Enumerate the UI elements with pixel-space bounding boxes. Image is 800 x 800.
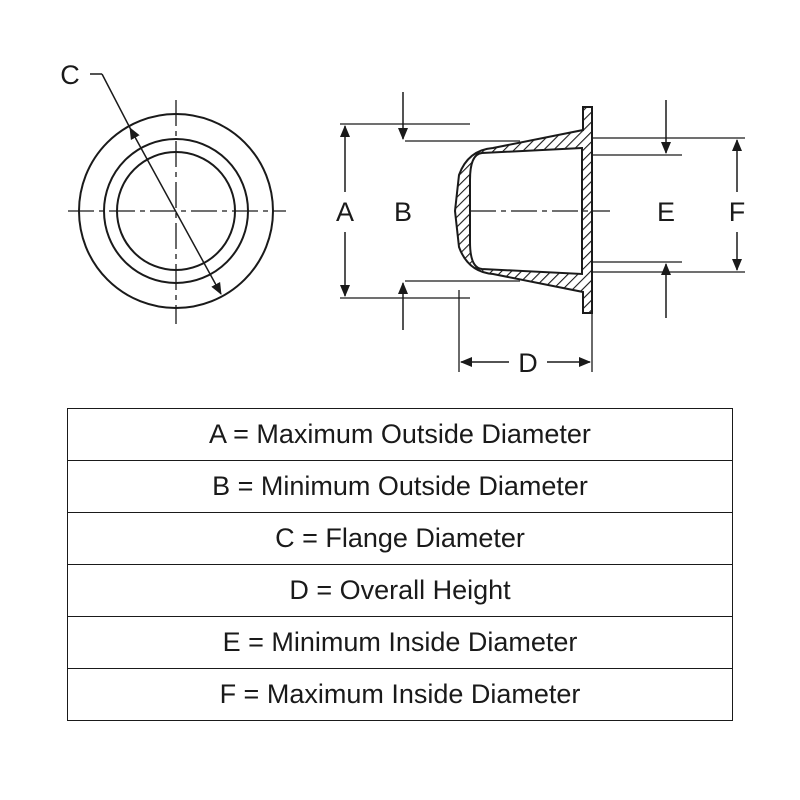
label-b: B <box>394 197 412 227</box>
label-e: E <box>657 197 675 227</box>
legend-cell: C = Flange Diameter <box>67 512 733 565</box>
dimension-c-leader-diagonal <box>101 73 131 129</box>
label-d: D <box>518 348 538 378</box>
legend-cell: A = Maximum Outside Diameter <box>67 408 733 461</box>
top-view-centerlines <box>68 100 286 324</box>
legend-row: F = Maximum Inside Diameter <box>67 668 733 721</box>
label-c: C <box>60 60 80 90</box>
legend-row: D = Overall Height <box>67 564 733 617</box>
top-view <box>68 73 286 324</box>
cap-section-wall <box>453 106 593 314</box>
legend-row: C = Flange Diameter <box>67 512 733 565</box>
label-f: F <box>729 197 746 227</box>
legend-row: E = Minimum Inside Diameter <box>67 616 733 669</box>
dimension-c-arrow <box>129 127 222 295</box>
legend-cell: D = Overall Height <box>67 564 733 617</box>
legend-cell: F = Maximum Inside Diameter <box>67 668 733 721</box>
extension-lines <box>340 123 745 372</box>
legend-cell: E = Minimum Inside Diameter <box>67 616 733 669</box>
legend-row: B = Minimum Outside Diameter <box>67 460 733 513</box>
legend-row: A = Maximum Outside Diameter <box>67 408 733 461</box>
dimension-legend-table: A = Maximum Outside Diameter B = Minimum… <box>67 408 733 721</box>
dimension-labels: C A B E F D <box>60 60 745 378</box>
section-view <box>340 92 745 372</box>
technical-drawing: C A B E F D <box>60 60 745 378</box>
label-a: A <box>336 197 354 227</box>
dimension-arrows <box>340 92 742 367</box>
legend-cell: B = Minimum Outside Diameter <box>67 460 733 513</box>
